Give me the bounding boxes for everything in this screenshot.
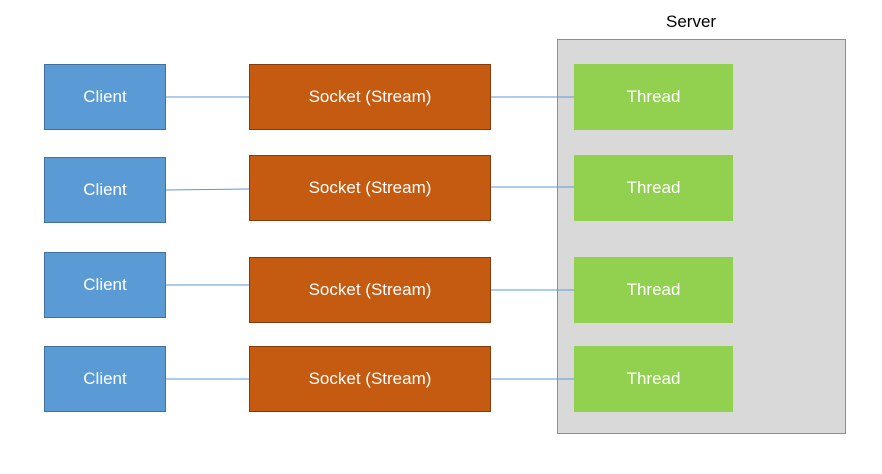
client-box-3: Client	[44, 252, 166, 318]
socket-box-4: Socket (Stream)	[249, 346, 491, 412]
client-box-4: Client	[44, 346, 166, 412]
thread-box-4: Thread	[574, 346, 733, 412]
socket-box-2: Socket (Stream)	[249, 155, 491, 221]
socket-box-3: Socket (Stream)	[249, 257, 491, 323]
thread-box-1: Thread	[574, 64, 733, 130]
server-label: Server	[666, 12, 717, 31]
client-box-2: Client	[44, 157, 166, 223]
connector-client-socket-2	[165, 188, 250, 191]
client-box-1: Client	[44, 64, 166, 130]
thread-box-2: Thread	[574, 155, 733, 221]
socket-box-1: Socket (Stream)	[249, 64, 491, 130]
thread-box-3: Thread	[574, 257, 733, 323]
